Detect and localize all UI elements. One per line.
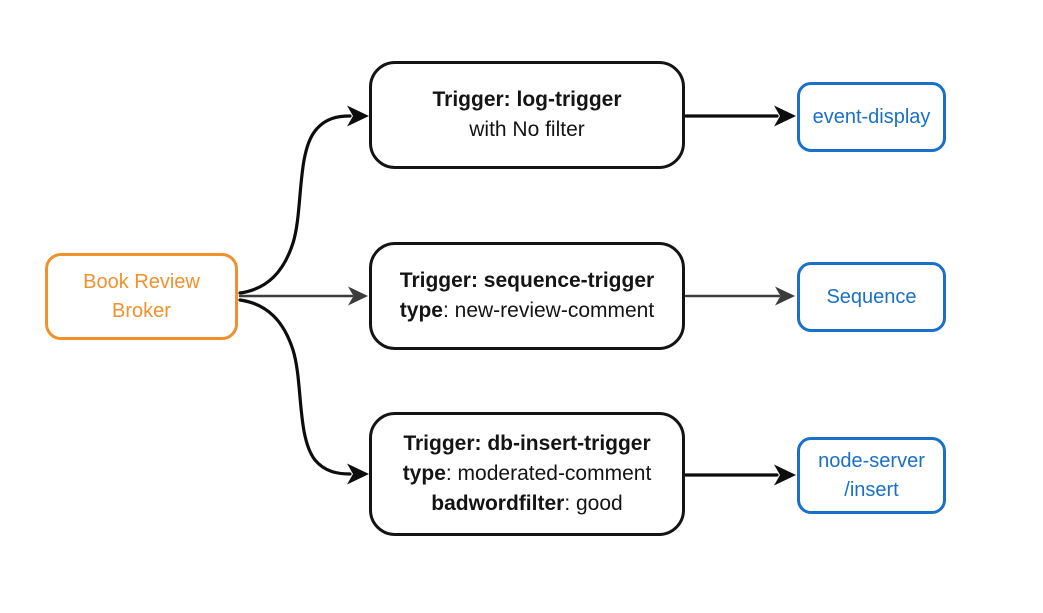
arrowhead-event-display — [774, 105, 796, 127]
arrowhead-node-server — [774, 464, 796, 486]
arrowhead-sequence-trigger — [348, 286, 368, 306]
arrowhead-sequence — [775, 286, 795, 306]
sink-node-server-label: node-server/insert — [818, 449, 925, 501]
sink-node-sequence: Sequence — [797, 262, 946, 332]
sink-node-event-display: event-display — [797, 82, 946, 152]
sink-event-display-label: event-display — [812, 105, 931, 128]
arrowhead-db-insert-trigger — [347, 463, 369, 485]
sink-node-node-server-insert: node-server/insert — [797, 437, 946, 514]
arrowhead-log-trigger — [347, 105, 369, 127]
sink-sequence-label: Sequence — [826, 285, 917, 308]
edge-broker-to-db-insert-trigger — [238, 298, 352, 476]
edge-broker-to-log-trigger — [238, 114, 352, 295]
